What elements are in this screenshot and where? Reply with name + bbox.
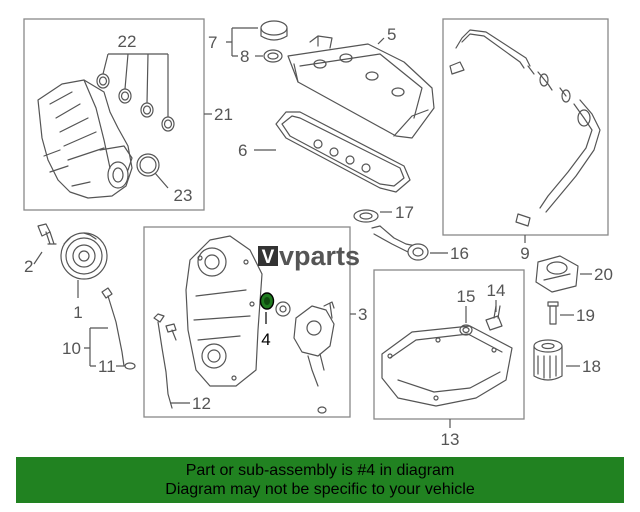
callout-7: 7 (208, 33, 217, 52)
callout-9: 9 (520, 244, 529, 263)
throttle-body-gasket-part[interactable] (136, 153, 160, 177)
oil-filler-cap-part[interactable] (260, 20, 288, 41)
crankshaft-pulley-bolt-part[interactable] (37, 223, 57, 245)
callout-5: 5 (387, 25, 396, 44)
callout-4: 4 (261, 330, 270, 349)
oil-filter-part[interactable] (533, 339, 563, 381)
callout-23-leader (154, 172, 169, 189)
callout-8: 8 (240, 47, 249, 66)
callout-22-leader (102, 53, 169, 117)
callout-14: 14 (487, 281, 506, 300)
timing-cover-group-box (143, 226, 351, 418)
oil-dipstick-part[interactable] (101, 287, 125, 367)
callout-2-leader (33, 251, 43, 265)
stud-bolt-part[interactable] (547, 301, 559, 325)
banner-line-disclaimer: Diagram may not be specific to your vehi… (165, 481, 475, 498)
callout-11: 11 (98, 357, 116, 376)
svg-text:V: V (262, 247, 275, 268)
svg-text:vparts: vparts (279, 241, 360, 271)
valve-cover-part[interactable] (287, 35, 435, 139)
callout-15: 15 (457, 287, 476, 306)
callout-17: 17 (395, 203, 414, 222)
callout-16: 16 (450, 244, 469, 263)
callout-12: 12 (192, 394, 211, 413)
callout-7-leader (226, 27, 258, 57)
oil-pipe-part[interactable] (371, 225, 429, 261)
callout-18: 18 (582, 357, 601, 376)
drain-plug-part[interactable] (485, 305, 503, 331)
oil-filler-cap-seal-part[interactable] (263, 49, 283, 63)
valve-cover-gasket-part[interactable] (275, 111, 411, 193)
oil-pan-group-box (373, 269, 525, 420)
callout-21: 21 (214, 105, 233, 124)
callout-6: 6 (238, 141, 247, 160)
callout-10-leader (84, 327, 108, 367)
crankshaft-pulley-part[interactable] (60, 232, 108, 280)
crankshaft-front-seal-part[interactable] (259, 292, 275, 310)
dipstick-tube-part[interactable] (153, 313, 173, 409)
callout-3: 3 (358, 305, 367, 324)
pcv-hose-part[interactable] (449, 29, 601, 227)
oil-pan-part[interactable] (381, 325, 513, 407)
oil-pump-part[interactable] (275, 301, 335, 414)
vparts-watermark-logo: V vparts (258, 241, 360, 271)
bolt-part[interactable] (165, 323, 177, 341)
callout-13: 13 (441, 430, 460, 449)
oil-cooler-part[interactable] (535, 255, 579, 293)
callout-22: 22 (118, 32, 137, 51)
intake-manifold-part[interactable] (37, 79, 133, 199)
pcv-hose-group-box (442, 18, 609, 236)
dipstick-o-ring-part[interactable] (124, 362, 136, 370)
banner-line-part-number: Part or sub-assembly is #4 in diagram (185, 462, 455, 479)
callout-20: 20 (594, 265, 613, 284)
oil-pipe-gasket-part[interactable] (353, 209, 379, 223)
timing-chain-cover-part[interactable] (185, 235, 263, 387)
parts-diagram: 22 23 21 7 8 5 6 (23, 18, 613, 449)
callout-10: 10 (62, 339, 81, 358)
callout-1: 1 (73, 303, 82, 322)
callout-2: 2 (24, 257, 33, 276)
drain-plug-gasket-part[interactable] (459, 324, 473, 336)
part-info-banner: Part or sub-assembly is #4 in diagram Di… (16, 457, 624, 503)
callout-19: 19 (576, 306, 595, 325)
callout-5-leader (377, 37, 385, 45)
callout-23: 23 (174, 186, 193, 205)
